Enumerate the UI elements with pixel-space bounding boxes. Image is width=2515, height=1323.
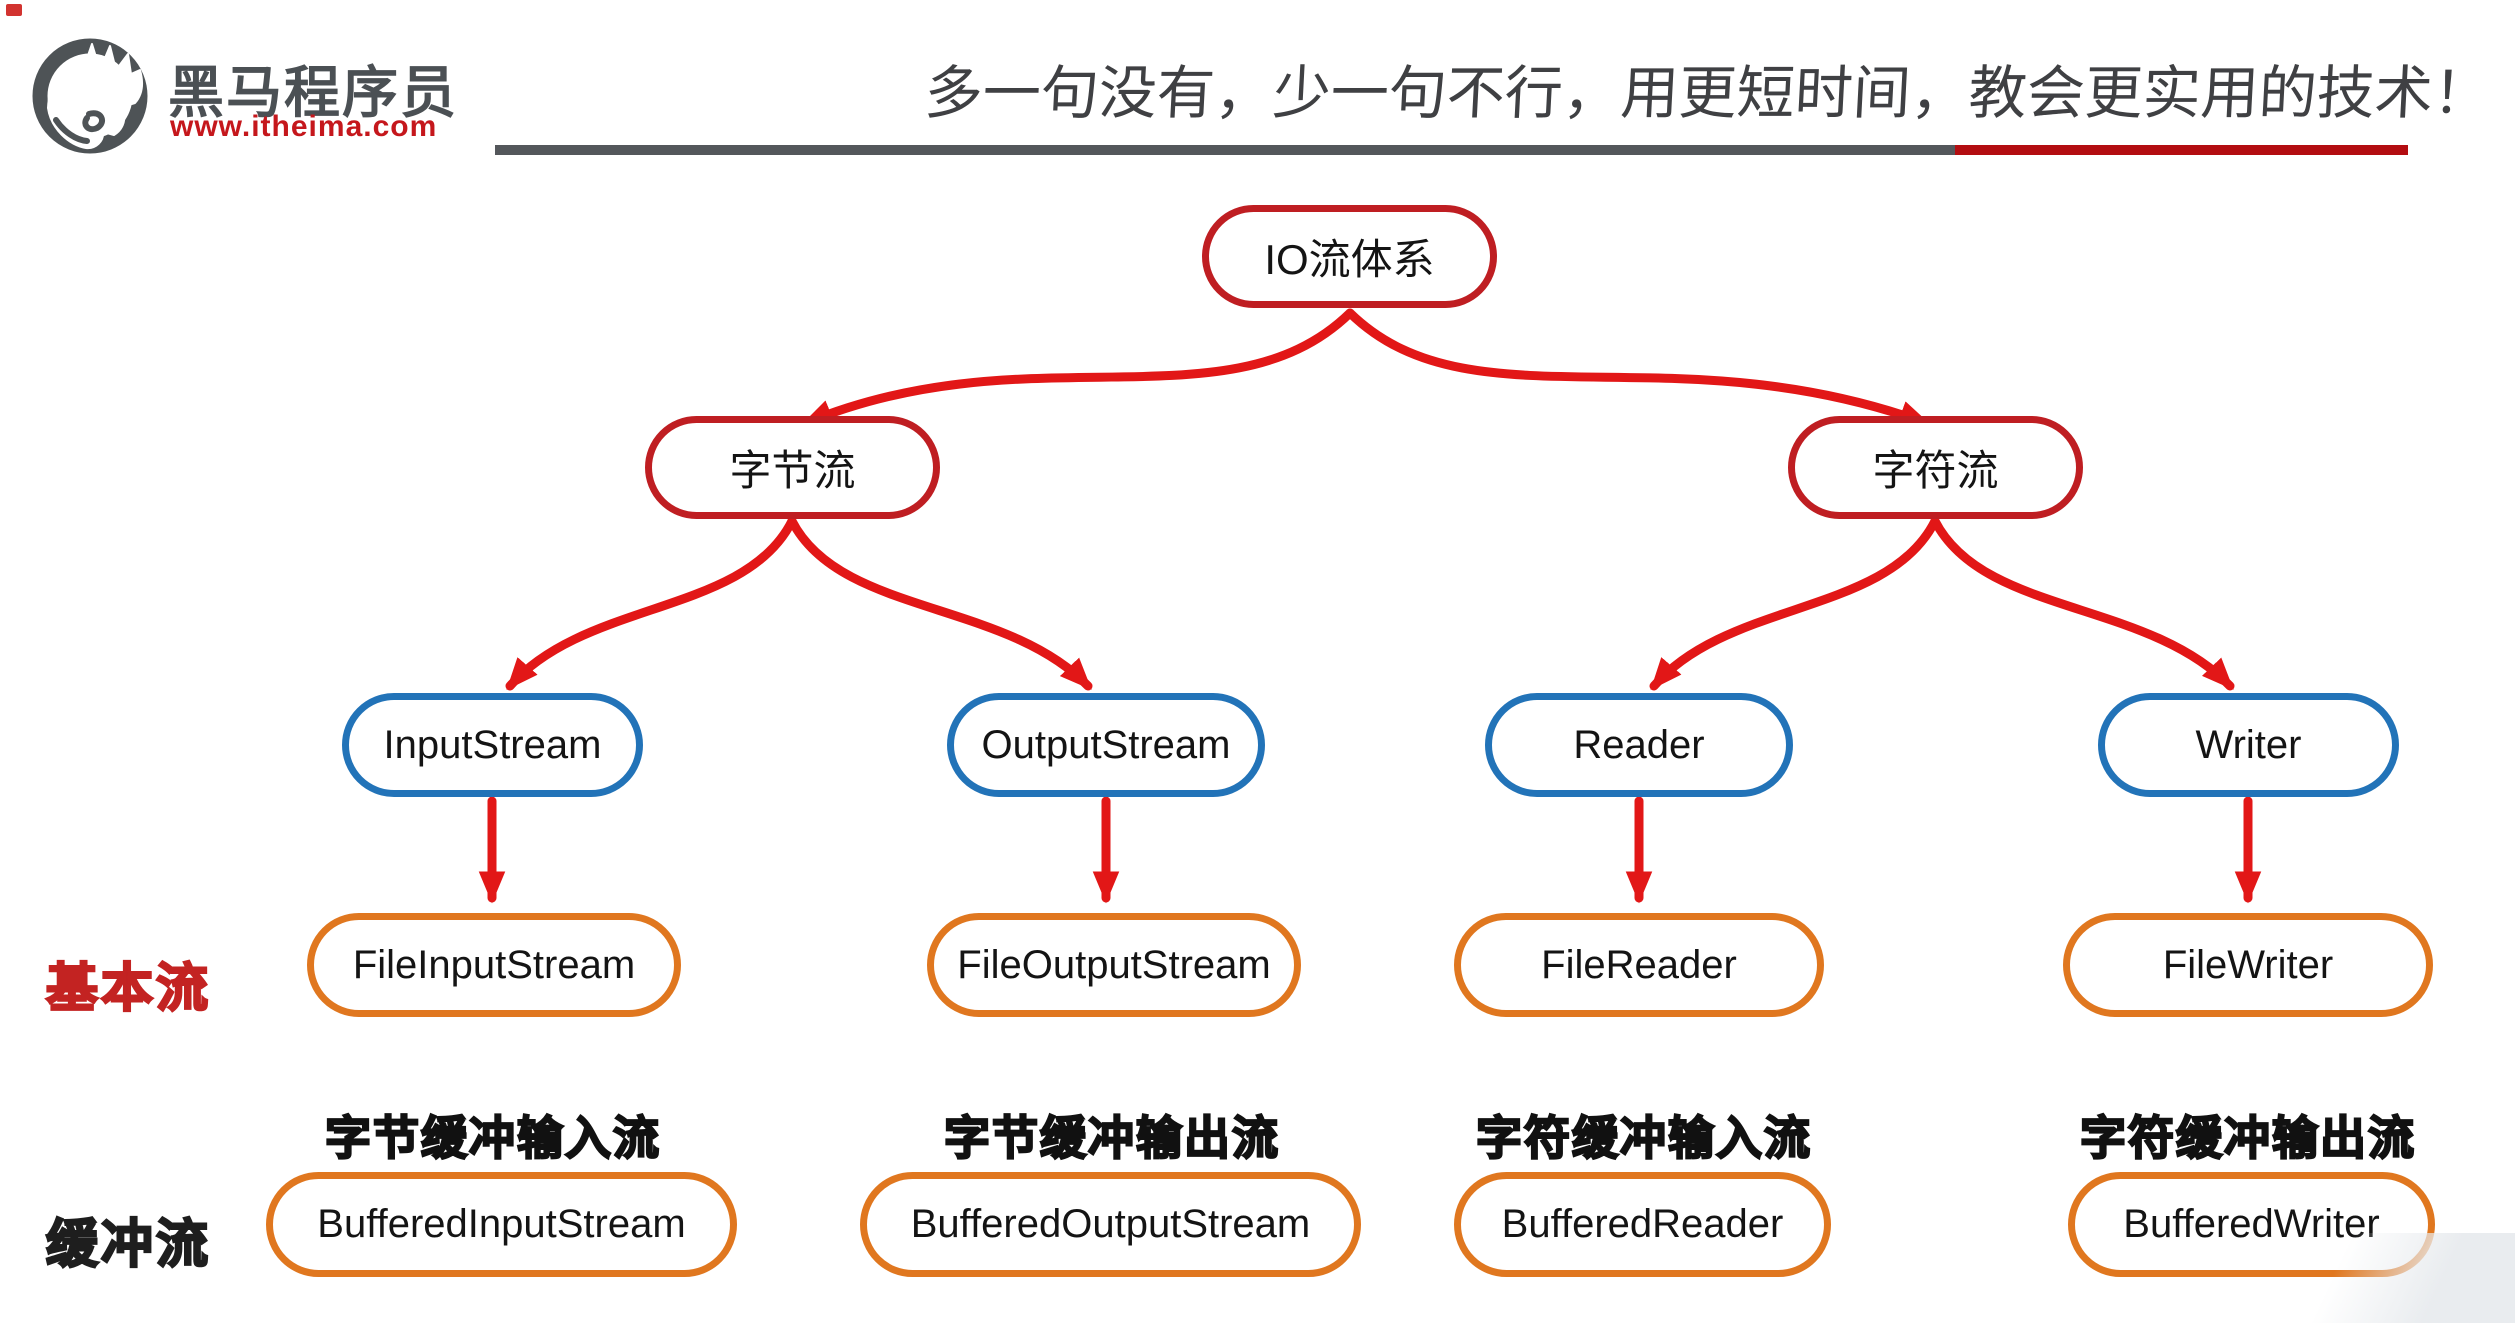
node-byte-stream: 字节流 [645, 416, 940, 519]
node-label: BufferedOutputStream [910, 1202, 1311, 1246]
arrow-root-to-char [1345, 308, 1932, 428]
node-label: FileInputStream [352, 942, 636, 987]
node-filewriter: FileWriter [2063, 913, 2433, 1017]
node-reader: Reader [1485, 693, 1793, 797]
header-divider-red [1955, 145, 2408, 155]
node-label: Reader [1573, 722, 1705, 767]
row-label-buffered-streams: 缓冲流 [45, 1215, 212, 1275]
arrow-char-to-reader [1649, 516, 1940, 691]
node-label: BufferedReader [1501, 1202, 1784, 1246]
row-label-basic-streams: 基本流 [45, 959, 212, 1019]
arrow-char-to-writer [1930, 516, 2235, 691]
brand-url: www.itheima.com [170, 110, 438, 143]
node-label: Writer [2195, 722, 2302, 767]
node-io-stream-system: IO流体系 [1202, 205, 1497, 308]
node-label: IO流体系 [1264, 236, 1435, 283]
node-outputstream: OutputStream [947, 693, 1265, 797]
node-bufferedreader: BufferedReader [1454, 1172, 1831, 1277]
arrow-byte-to-inputstream [505, 516, 797, 691]
node-label: FileReader [1541, 942, 1737, 987]
node-label: FileWriter [2162, 942, 2334, 987]
caption-byte-buffered-output: 字节缓冲输出流 [943, 1111, 1280, 1165]
header-divider-gray [495, 145, 1955, 155]
arrow-root-to-byte [801, 308, 1355, 428]
caption-byte-buffered-input: 字节缓冲输入流 [324, 1111, 661, 1165]
node-label: InputStream [383, 722, 602, 767]
node-bufferedoutputstream: BufferedOutputStream [860, 1172, 1361, 1277]
caption-char-buffered-input: 字符缓冲输入流 [1475, 1111, 1812, 1165]
node-label: 字节流 [729, 447, 856, 494]
arrow-byte-to-outputstream [787, 516, 1093, 691]
corner-smudge [2185, 1233, 2515, 1323]
node-label: BufferedInputStream [317, 1202, 686, 1246]
node-char-stream: 字符流 [1788, 416, 2083, 519]
caption-char-buffered-output: 字符缓冲输出流 [2079, 1111, 2416, 1165]
header-slogan: 多一句没有，少一句不行，用更短时间，教会更实用的技术！ [922, 59, 2493, 127]
node-label: FileOutputStream [957, 942, 1271, 987]
node-inputstream: InputStream [342, 693, 643, 797]
node-label: OutputStream [981, 722, 1231, 767]
node-bufferedinputstream: BufferedInputStream [266, 1172, 737, 1277]
itheima-horse-logo-icon [32, 38, 148, 154]
brand-name: 黑马程序员 [168, 61, 458, 124]
node-fileinputstream: FileInputStream [307, 913, 681, 1017]
node-label: 字符流 [1872, 447, 1999, 494]
node-writer: Writer [2098, 693, 2399, 797]
recording-corner-mark [6, 4, 22, 16]
node-filereader: FileReader [1454, 913, 1824, 1017]
node-fileoutputstream: FileOutputStream [927, 913, 1301, 1017]
